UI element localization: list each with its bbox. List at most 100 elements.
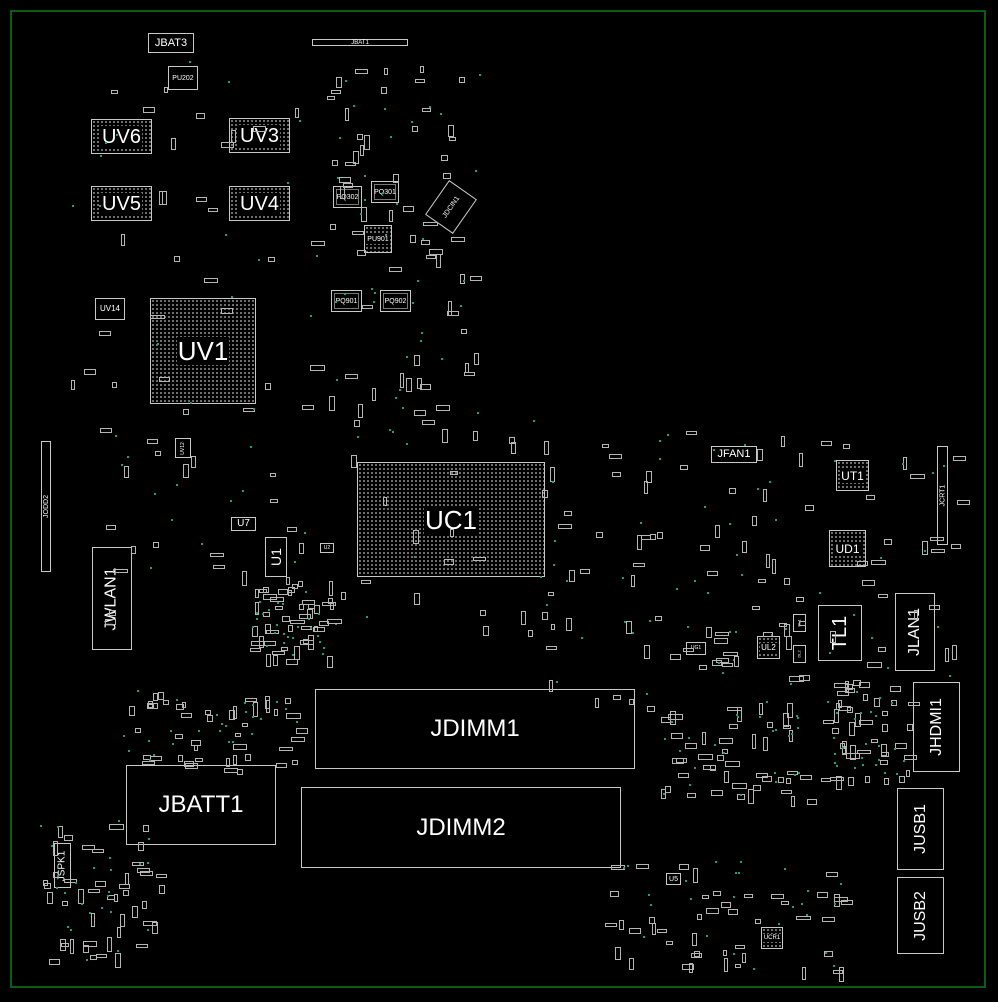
component-ucr1[interactable]: UCR1 [761,927,783,949]
via [417,279,420,282]
smd-pad [729,487,737,494]
smd-pad [863,694,869,701]
smd-pad [953,456,967,462]
component-jusb2[interactable]: JUSB2 [897,877,944,954]
via [176,484,179,487]
smd-pad [285,659,298,666]
component-jwlan1[interactable]: JWLAN1 [92,547,132,650]
component-jcrt1[interactable]: JCRT1 [937,446,948,545]
smd-pad [329,581,334,597]
via [284,707,287,710]
component-pq901[interactable]: PQ901 [331,290,362,312]
smd-pad [727,707,743,712]
via [736,553,739,556]
component-ul2[interactable]: UL2 [757,636,780,659]
via [218,730,221,733]
component-jusb1[interactable]: JUSB1 [897,788,944,870]
via [51,845,54,848]
component-ut1[interactable]: UT1 [836,460,869,491]
smd-pad [136,944,149,949]
smd-pad [644,480,649,494]
smd-pad [421,420,435,426]
smd-pad [273,654,279,666]
via [411,121,414,124]
component-uv12[interactable]: UV12 [175,438,191,458]
component-pu901[interactable]: PU901 [364,225,392,253]
component-uv1[interactable]: UV1 [150,298,256,404]
smd-pad [281,615,290,622]
component-u2[interactable]: U2 [320,543,334,553]
component-u5[interactable]: U5 [666,873,681,885]
smd-pad [756,772,769,778]
smd-pad [92,848,105,853]
component-jdimm2[interactable]: JDIMM2 [301,787,621,868]
via [796,727,799,730]
component-u7[interactable]: U7 [231,517,256,531]
smd-pad [132,861,145,866]
component-pq902[interactable]: PQ902 [380,290,411,312]
component-dl2[interactable]: DL2 [793,645,806,663]
via [107,894,110,897]
smd-pad [473,557,487,562]
component-jspk1[interactable]: JSPK1 [54,843,71,888]
component-u1[interactable]: U1 [265,537,287,577]
component-jfan1[interactable]: JFAN1 [711,446,757,463]
component-uv3[interactable]: UV3 [229,118,290,153]
smd-pad [84,369,97,376]
component-jodd2[interactable]: JODD2 [41,441,51,572]
smd-pad [224,768,239,774]
component-uv5[interactable]: UV5 [91,186,152,221]
smd-pad [661,788,667,799]
smd-pad [122,890,129,897]
via [690,897,693,900]
smd-pad [393,173,400,183]
smd-pad [732,782,748,789]
via [262,612,265,615]
smd-pad [656,928,667,933]
component-tl1[interactable]: TL1 [818,605,862,661]
via [56,887,59,890]
component-jbat1[interactable]: JBAT1 [312,39,408,46]
component-jlan1[interactable]: JLAN1 [895,593,935,671]
smd-pad [52,840,58,856]
smd-pad [109,609,117,616]
smd-pad [780,790,792,795]
component-pq302[interactable]: PQ302 [333,186,362,208]
smd-pad [727,909,738,916]
component-jhdmi1[interactable]: JHDMI1 [913,682,960,772]
smd-pad [46,892,53,905]
smd-pad [94,881,106,888]
component-uv4[interactable]: UV4 [229,186,290,221]
smd-pad [129,705,136,716]
smd-pad [801,967,806,981]
smd-pad [264,383,271,391]
smd-pad [883,538,892,545]
smd-pad [114,893,119,902]
smd-pad [754,918,761,924]
smd-pad [873,697,880,707]
component-jdimm1[interactable]: JDIMM1 [315,689,635,769]
component-jbatt1[interactable]: JBATT1 [126,765,276,845]
smd-pad [881,744,888,757]
smd-pad [153,693,159,702]
component-pu202[interactable]: PU202 [168,66,198,90]
via [296,626,299,629]
component-pq301[interactable]: PQ301 [371,181,399,203]
smd-pad [723,957,728,972]
component-ud1[interactable]: UD1 [829,530,866,567]
via [108,891,111,894]
smd-pad [381,87,388,95]
via [172,743,175,746]
component-uv6[interactable]: UV6 [91,119,152,154]
component-uv14[interactable]: UV14 [95,298,125,320]
component-jbat3[interactable]: JBAT3 [148,33,194,53]
smd-pad [428,249,443,256]
via [256,618,259,621]
component-label: JUSB1 [911,804,929,854]
component-uc1[interactable]: UC1 [357,462,545,577]
smd-pad [360,144,365,156]
smd-pad [266,653,272,667]
via [137,690,140,693]
smd-pad [286,712,302,719]
via [109,856,112,859]
